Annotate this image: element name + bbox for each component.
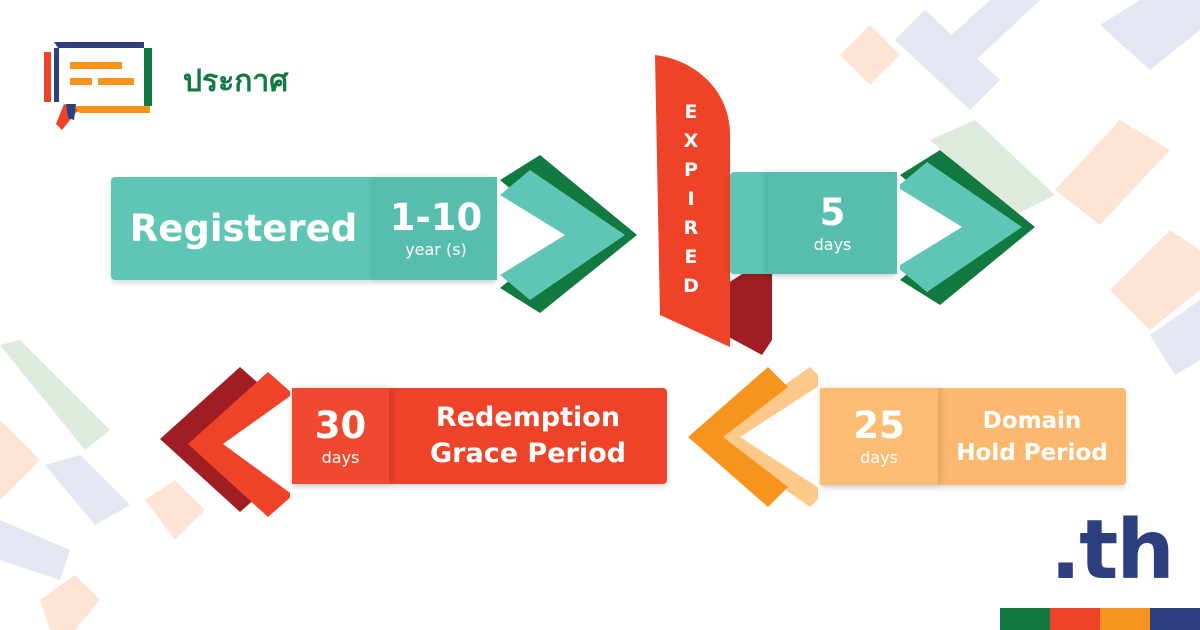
expired-duration: 5 days [768, 172, 897, 274]
hold-duration: 25 days [820, 388, 938, 485]
hold-label-line1: Domain [982, 407, 1082, 434]
redemption-unit: days [321, 447, 360, 467]
redemption-label-line1: Redemption [435, 402, 621, 433]
stripe-navy [1150, 608, 1200, 630]
expired-days-card: 5 days [730, 172, 897, 274]
chevron-right-icon [500, 155, 637, 313]
registered-card: Registered 1-10 year (s) [111, 177, 497, 280]
chevron-left-icon-2 [160, 367, 290, 517]
expired-banner [655, 55, 772, 355]
hold-label-line2: Hold Period [956, 439, 1108, 466]
stripe-red [1050, 608, 1100, 630]
hold-value: 25 [853, 404, 905, 447]
chevron-left-icon [688, 367, 818, 507]
page-title: ประกาศ [183, 64, 289, 99]
chevron-right-icon-2 [900, 150, 1035, 305]
brand-color-stripe [1000, 608, 1200, 630]
stripe-green [1000, 608, 1050, 630]
announcement-icon [44, 42, 152, 130]
redemption-duration: 30 days [292, 388, 389, 484]
redemption-label-line2: Grace Period [430, 438, 626, 469]
expired-unit: days [813, 234, 852, 254]
redemption-value: 30 [314, 403, 367, 447]
redemption-card: 30 days Redemption Grace Period [292, 388, 667, 484]
registered-value: 1-10 [389, 196, 483, 239]
hold-label: Domain Hold Period [938, 388, 1126, 485]
redemption-label: Redemption Grace Period [389, 388, 667, 484]
brand-logo: .th [1050, 503, 1175, 598]
background-shapes-top-right [840, 0, 1200, 375]
hold-unit: days [860, 448, 898, 467]
background-shapes-left [0, 340, 205, 630]
expired-value: 5 [819, 190, 846, 234]
registered-duration: 1-10 year (s) [375, 177, 497, 280]
registered-unit: year (s) [405, 240, 467, 259]
stripe-orange [1100, 608, 1150, 630]
hold-card: 25 days Domain Hold Period [820, 388, 1126, 485]
registered-label: Registered [129, 207, 358, 250]
expired-label: EXPIRED [683, 101, 699, 297]
